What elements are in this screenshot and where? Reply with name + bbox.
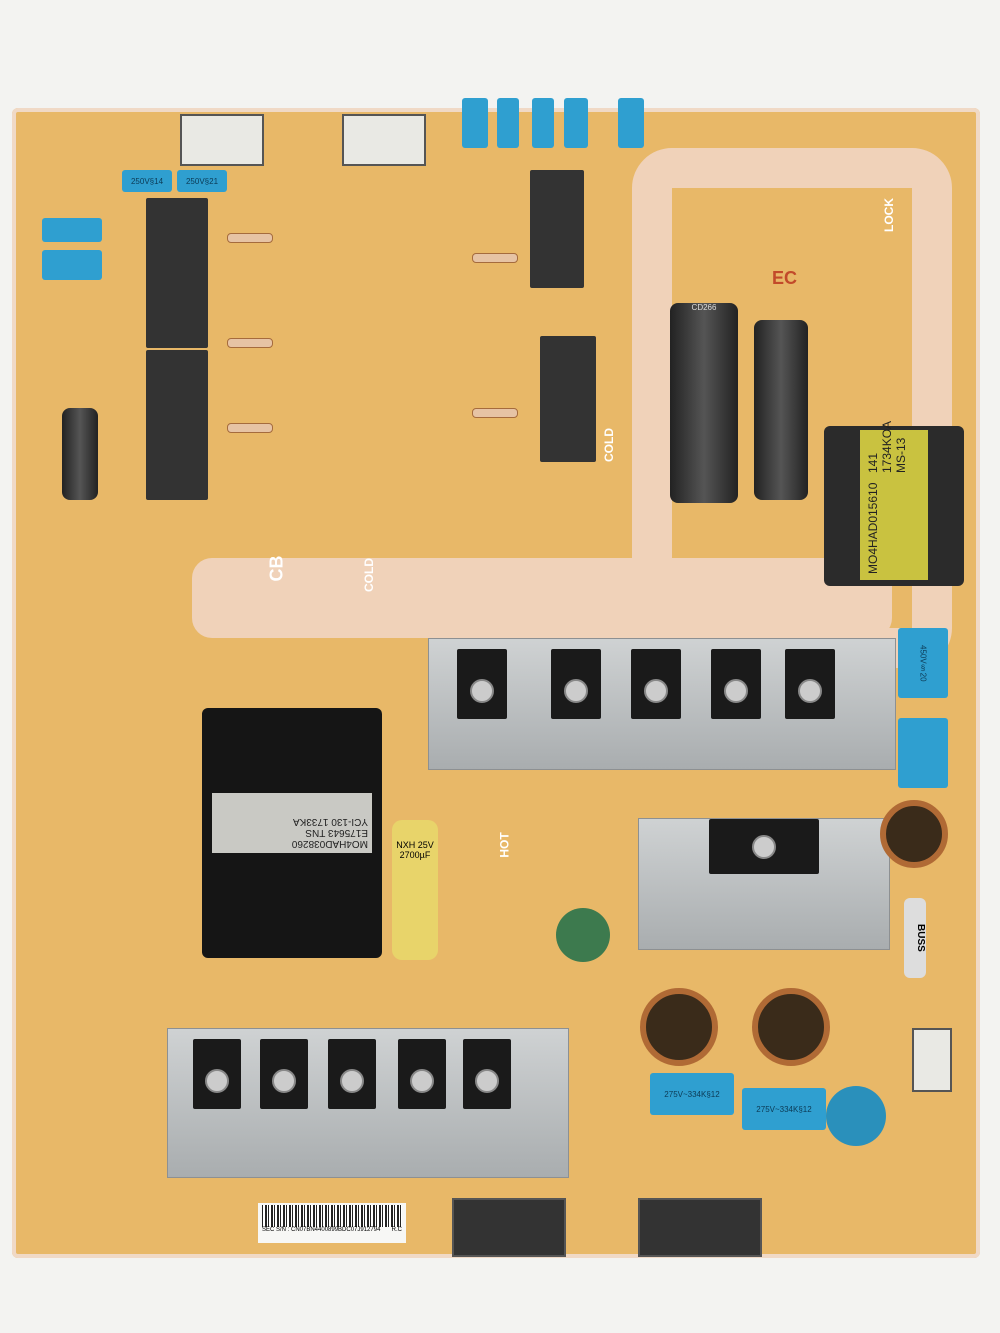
pfc-transformer: MO4HAD015610 141 1734KOA MS-13 (824, 421, 964, 586)
serial-number: SEC S/N : CN07BN4400899BDC07J912794 (262, 1227, 381, 1233)
relay (540, 336, 596, 462)
resistor (227, 338, 273, 348)
heatsink (428, 638, 896, 770)
varistor (826, 1086, 886, 1146)
relay (146, 198, 208, 348)
mosfet (457, 649, 507, 719)
mosfet (260, 1039, 308, 1109)
film-capacitor (618, 98, 644, 148)
film-capacitor: 250V§14 (122, 170, 172, 192)
resistor (472, 408, 518, 418)
mosfet (193, 1039, 241, 1109)
bridge-rectifier (709, 819, 819, 874)
connector (180, 114, 264, 166)
transformer-marking: E175643 TNS (305, 827, 368, 838)
isolation-track (192, 558, 892, 638)
common-mode-choke (640, 988, 718, 1066)
film-capacitor: 250V§21 (177, 170, 227, 192)
mosfet (551, 649, 601, 719)
output-connector[interactable] (638, 1198, 762, 1257)
electrolytic-capacitor (62, 408, 98, 500)
heatsink (638, 818, 890, 950)
fuse: BUSS (904, 898, 926, 978)
cb-marking: CB (266, 555, 287, 582)
film-capacitor (497, 98, 519, 148)
pcb-board: 250V§14 250V§21 450V§20 CD266 MO4HAD0156… (12, 98, 980, 1258)
electrolytic-capacitor: CD266 (670, 303, 738, 503)
transformer-marking: MO4HAD038260 (291, 838, 368, 849)
mosfet (711, 649, 761, 719)
film-capacitor (42, 250, 102, 280)
resistor (227, 233, 273, 243)
mosfet (328, 1039, 376, 1109)
mosfet (785, 649, 835, 719)
film-capacitor (564, 98, 588, 148)
mosfet (398, 1039, 446, 1109)
resistor (472, 253, 518, 263)
lock-marking: LOCK (882, 198, 896, 232)
mosfet (631, 649, 681, 719)
transformer-marking: YCI-130 1733KA (292, 816, 368, 827)
relay (530, 170, 584, 288)
film-capacitor (42, 218, 102, 242)
electrolytic-capacitor (754, 320, 808, 500)
barcode (262, 1205, 402, 1227)
thermistor (556, 908, 610, 962)
cold-marking: COLD (362, 558, 376, 592)
serial-suffix: R.C (391, 1227, 402, 1233)
resistor (227, 423, 273, 433)
mosfet (463, 1039, 511, 1109)
ac-input-connector[interactable] (912, 1028, 952, 1092)
heatsink (167, 1028, 569, 1178)
x-capacitor: 275V~334K§12 (742, 1088, 826, 1130)
film-capacitor: 450V§20 (898, 628, 948, 698)
common-mode-choke (752, 988, 830, 1066)
ec-marking: EC (772, 268, 798, 288)
relay (146, 350, 208, 500)
transformer-marking: MO4HAD015610 (866, 482, 880, 574)
x-capacitor: 275V~334K§12 (650, 1073, 734, 1115)
output-connector[interactable] (452, 1198, 566, 1257)
electrolytic-capacitor: NXH 25V 2700µF (392, 820, 438, 960)
toroid-inductor (880, 800, 948, 868)
cold-marking: COLD (602, 428, 616, 462)
film-capacitor (462, 98, 488, 148)
transformer-marking: 141 1734KOA MS-13 (866, 421, 908, 473)
film-capacitor (898, 718, 948, 788)
serial-label: SEC S/N : CN07BN4400899BDC07J912794 R.C (258, 1203, 406, 1243)
film-capacitor (532, 98, 554, 148)
connector (342, 114, 426, 166)
main-transformer: MO4HAD038260 E175643 TNS YCI-130 1733KA (202, 708, 382, 958)
hot-marking: HOT (497, 832, 512, 858)
